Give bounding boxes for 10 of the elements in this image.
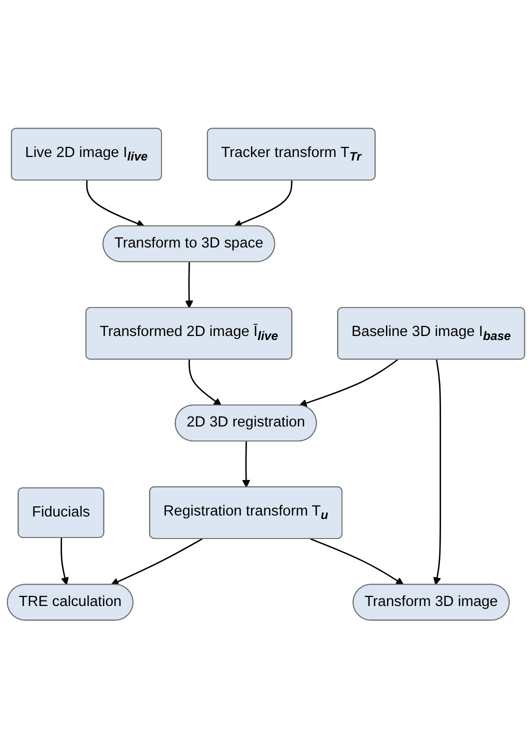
arrow	[188, 360, 222, 406]
arrow	[299, 359, 398, 408]
arrow	[86, 180, 145, 228]
arrow	[60, 538, 69, 586]
arrow	[234, 180, 292, 228]
arrow	[433, 360, 442, 586]
arrow	[310, 538, 404, 586]
arrow	[185, 262, 194, 309]
arrow	[242, 442, 250, 488]
arrow	[110, 538, 203, 586]
